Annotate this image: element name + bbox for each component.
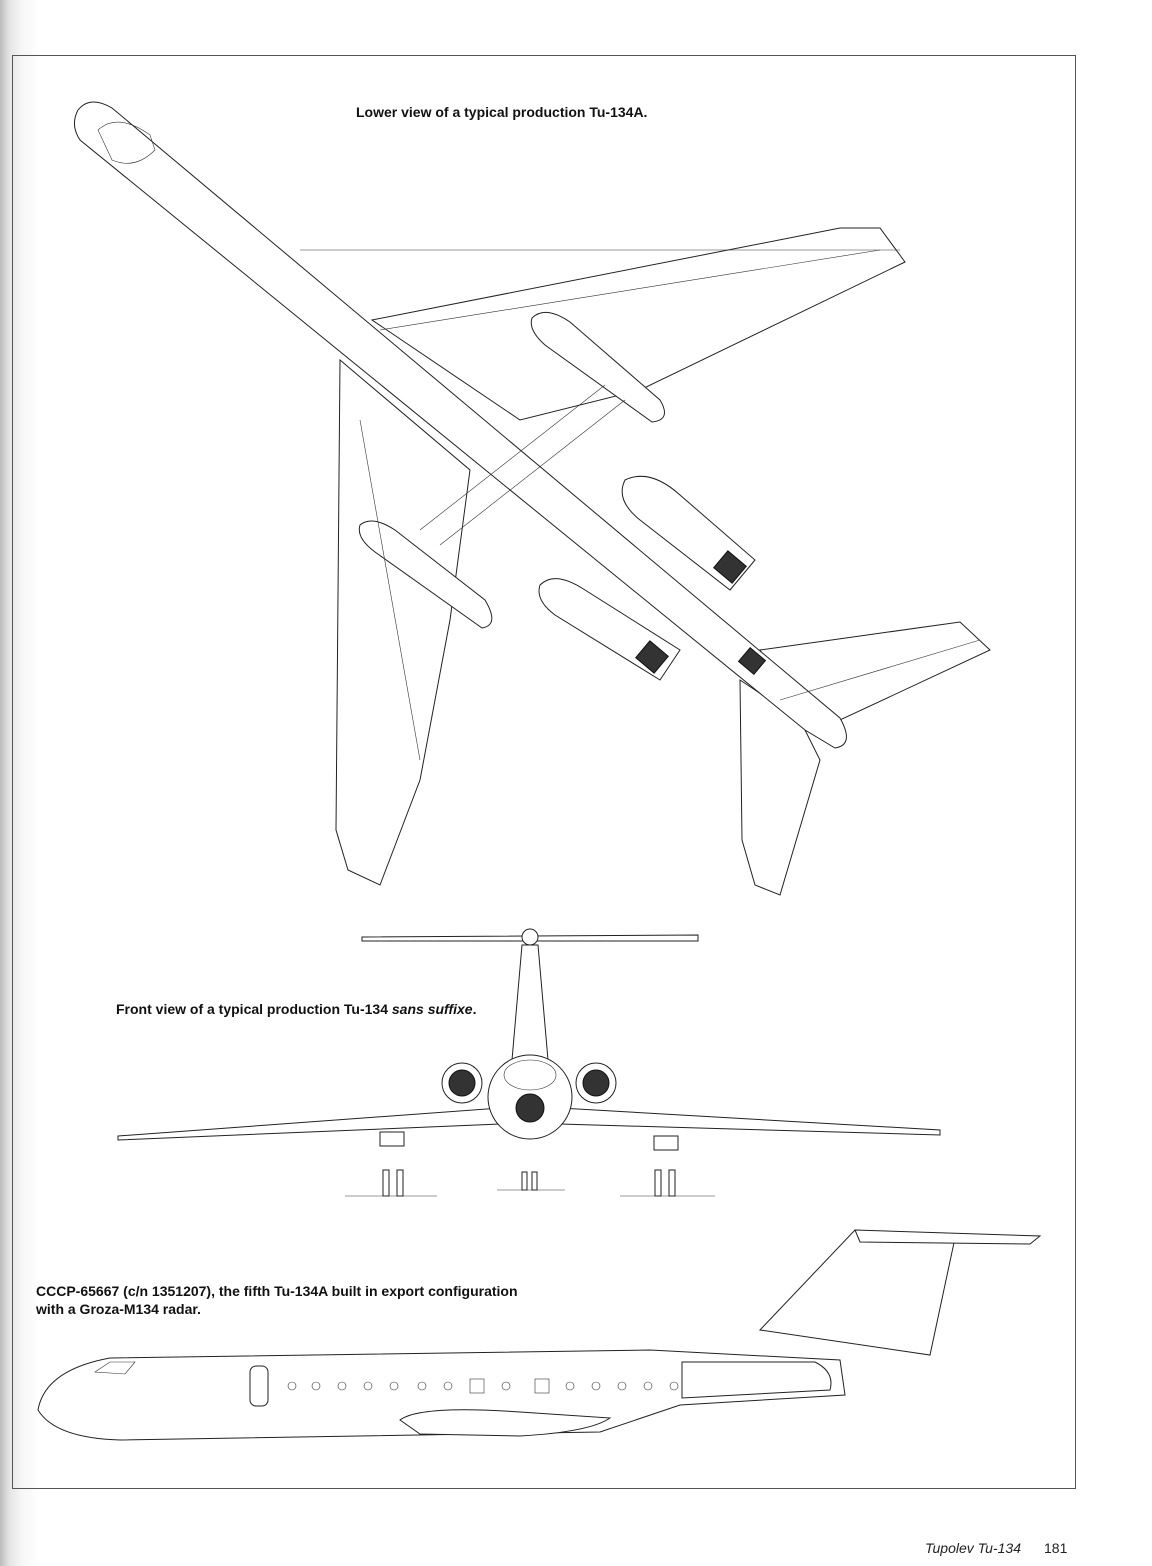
footer-page-number: 181 xyxy=(1044,1540,1068,1556)
front-view-drawing xyxy=(117,928,941,1197)
front-view-caption: Front view of a typical production Tu-13… xyxy=(116,1000,476,1018)
front-view-caption-italic: sans suffixe xyxy=(391,1001,473,1017)
page-frame xyxy=(12,55,1076,1489)
footer-book-title: Tupolev Tu-134 xyxy=(925,1540,1021,1556)
side-view-caption: CCCP-65667 (c/n 1351207), the fifth Tu-1… xyxy=(36,1282,556,1318)
side-view-caption-line1: CCCP-65667 (c/n 1351207), the fifth Tu-1… xyxy=(36,1283,518,1299)
lower-view-caption: Lower view of a typical production Tu-13… xyxy=(356,104,648,120)
front-view-caption-text: Front view of a typical production Tu-13… xyxy=(116,1001,392,1017)
lower-view-drawing xyxy=(74,101,991,896)
side-view-drawing xyxy=(37,1229,1042,1441)
side-view-caption-line2: with a Groza-M134 radar. xyxy=(36,1301,201,1317)
front-view-caption-end: . xyxy=(472,1001,477,1017)
